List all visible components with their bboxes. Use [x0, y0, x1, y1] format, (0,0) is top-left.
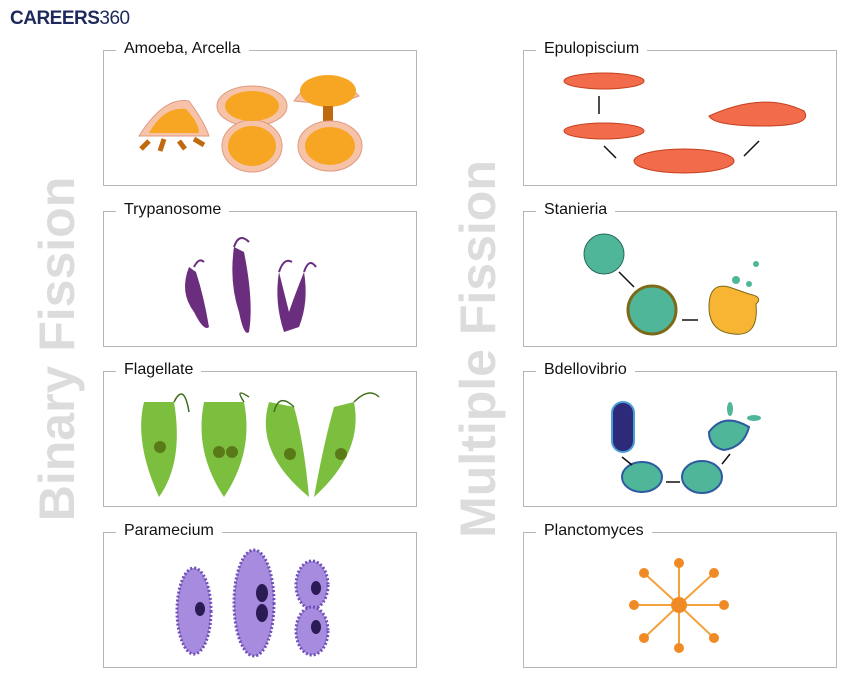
stanieria-illustration	[583, 233, 760, 336]
planctomyces-panel: Planctomyces	[523, 522, 837, 668]
trypanosome-illustration	[185, 237, 317, 333]
flagellate-panel: Flagellate	[103, 361, 417, 507]
panel-label: Paramecium	[116, 522, 222, 540]
epulopiscium-panel: Epulopiscium	[523, 40, 837, 186]
paramecium-illustration	[175, 548, 330, 658]
planctomyces-illustration	[629, 558, 729, 653]
panel-label: Amoeba, Arcella	[116, 40, 249, 58]
panel-label: Stanieria	[536, 201, 616, 219]
multiple-fission-heading: Multiple Fission	[450, 160, 506, 538]
trypanosome-panel: Trypanosome	[103, 201, 417, 347]
panel-label: Bdellovibrio	[536, 361, 635, 379]
bdellovibrio-panel: Bdellovibrio	[523, 361, 837, 507]
panel-label: Epulopiscium	[536, 40, 648, 58]
panel-label: Planctomyces	[536, 522, 652, 540]
stanieria-panel: Stanieria	[523, 201, 837, 347]
amoeba-illustration	[138, 75, 363, 173]
epulopiscium-illustration	[563, 72, 807, 174]
panel-label: Flagellate	[116, 361, 202, 379]
paramecium-panel: Paramecium	[103, 522, 417, 668]
panel-label: Trypanosome	[116, 201, 230, 219]
bdellovibrio-illustration	[611, 401, 761, 494]
careers360-logo: CAREERS360	[10, 8, 130, 29]
binary-fission-heading: Binary Fission	[29, 176, 85, 522]
amoeba-panel: Amoeba, Arcella	[103, 40, 417, 186]
flagellate-illustration	[141, 392, 380, 497]
